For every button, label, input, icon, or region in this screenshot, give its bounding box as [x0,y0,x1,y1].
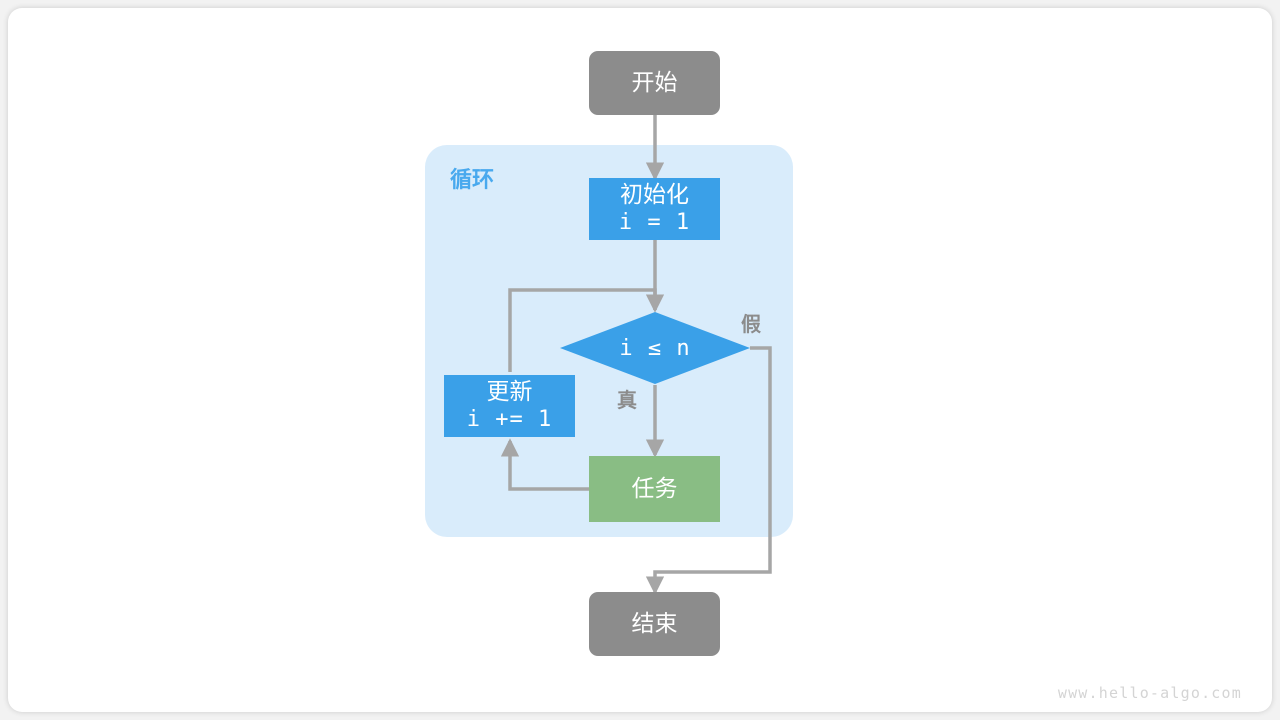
node-condition[interactable] [560,312,750,384]
node-init[interactable] [589,178,720,240]
node-task[interactable] [589,456,720,522]
edge-cond-false-to-end [645,346,772,595]
node-end[interactable] [589,592,720,656]
node-start[interactable] [589,51,720,115]
loop-group-label: 循环 [450,168,495,193]
watermark: www.hello-algo.com [1057,684,1242,702]
edge-label-true: 真 [617,388,637,412]
edge-task-to-update [500,438,589,491]
edge-update-to-cond [508,288,657,372]
edge-label-false: 假 [741,312,761,336]
node-update[interactable] [444,375,575,437]
